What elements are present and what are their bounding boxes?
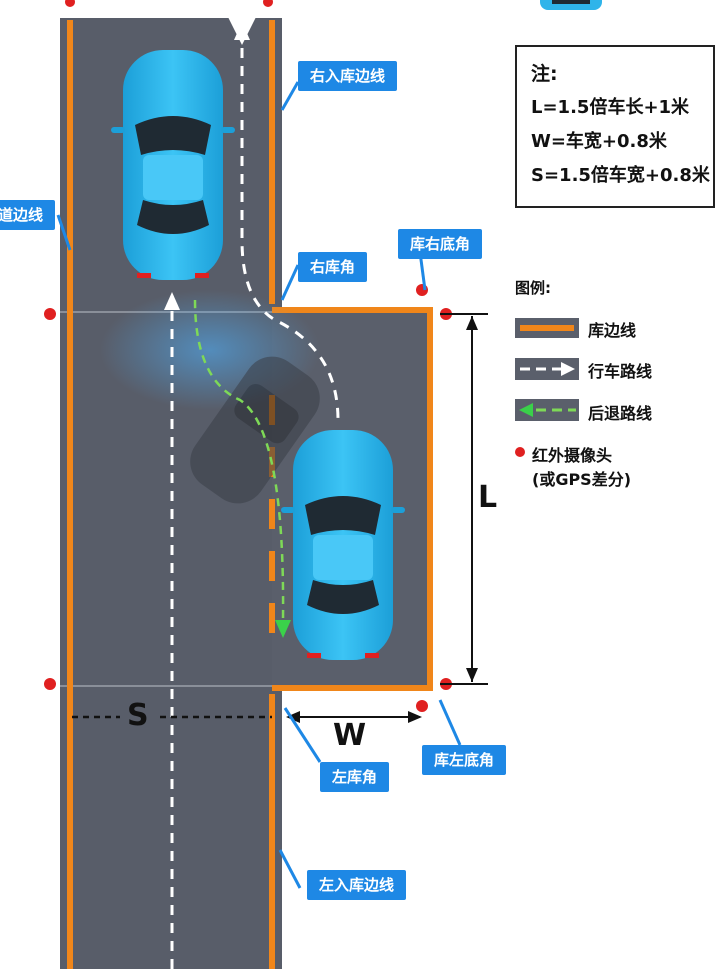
- reverse-arrow-head: [275, 620, 291, 638]
- edge-lines: [67, 20, 433, 969]
- parking-diagram: [44, 0, 602, 969]
- dimension-W: [286, 711, 422, 723]
- car-top: [111, 50, 235, 280]
- callout-left-entry: 左入库边线: [307, 870, 407, 900]
- callout-right-bottom-corner: 库右底角: [398, 229, 483, 259]
- notes-box: 注: L=1.5倍车长+1米 W=车宽+0.8米 S=1.5倍车宽+0.8米: [515, 45, 715, 208]
- red-dot-icon: [416, 284, 428, 296]
- dimension-label-W: W: [333, 718, 367, 753]
- callout-pointers: [56, 81, 462, 889]
- red-dot-icon: [515, 447, 525, 457]
- driving-arrow-head-top: [234, 22, 250, 40]
- dimension-label-S: S: [127, 698, 149, 733]
- dimension-L: [440, 313, 488, 685]
- red-dot-icon: [65, 0, 75, 7]
- red-dot-icon: [44, 308, 56, 320]
- callout-right-corner: 右库角: [298, 252, 368, 282]
- notes-title: 注:: [531, 63, 558, 85]
- legend-label-route: 行车路线: [588, 362, 653, 381]
- legend-label-reverse: 后退路线: [588, 404, 653, 423]
- callout-right-entry: 右入库边线: [298, 61, 398, 91]
- ghost-car: [190, 356, 320, 504]
- red-dot-icon: [416, 700, 428, 712]
- callout-road-edge: 道边线: [0, 200, 56, 230]
- bay-outline: [272, 307, 433, 691]
- car-parked: [281, 430, 405, 660]
- legend-label-edge: 库边线: [588, 321, 637, 340]
- callout-left-bottom-corner: 库左底角: [422, 745, 507, 775]
- legend-title: 图例:: [515, 279, 551, 297]
- notes-line-L: L=1.5倍车长+1米: [531, 97, 690, 118]
- red-dot-icon: [263, 0, 273, 7]
- car-partial-top-right: [540, 0, 602, 10]
- dimension-label-L: L: [478, 480, 498, 515]
- legend-label-gps: (或GPS差分): [532, 470, 632, 489]
- notes-line-W: W=车宽+0.8米: [531, 131, 667, 152]
- red-dot-icon: [44, 678, 56, 690]
- reverse-route: [193, 299, 285, 621]
- driving-arrow-head-mid: [164, 292, 180, 310]
- notes-line-S: S=1.5倍车宽+0.8米: [531, 165, 710, 186]
- legend-label-camera: 红外摄像头: [532, 446, 613, 465]
- driving-route-curve: [227, 14, 340, 421]
- legend-graphics: [515, 318, 579, 457]
- green-dashed-arrow-icon: [519, 403, 533, 417]
- callout-left-corner: 左库角: [320, 762, 390, 792]
